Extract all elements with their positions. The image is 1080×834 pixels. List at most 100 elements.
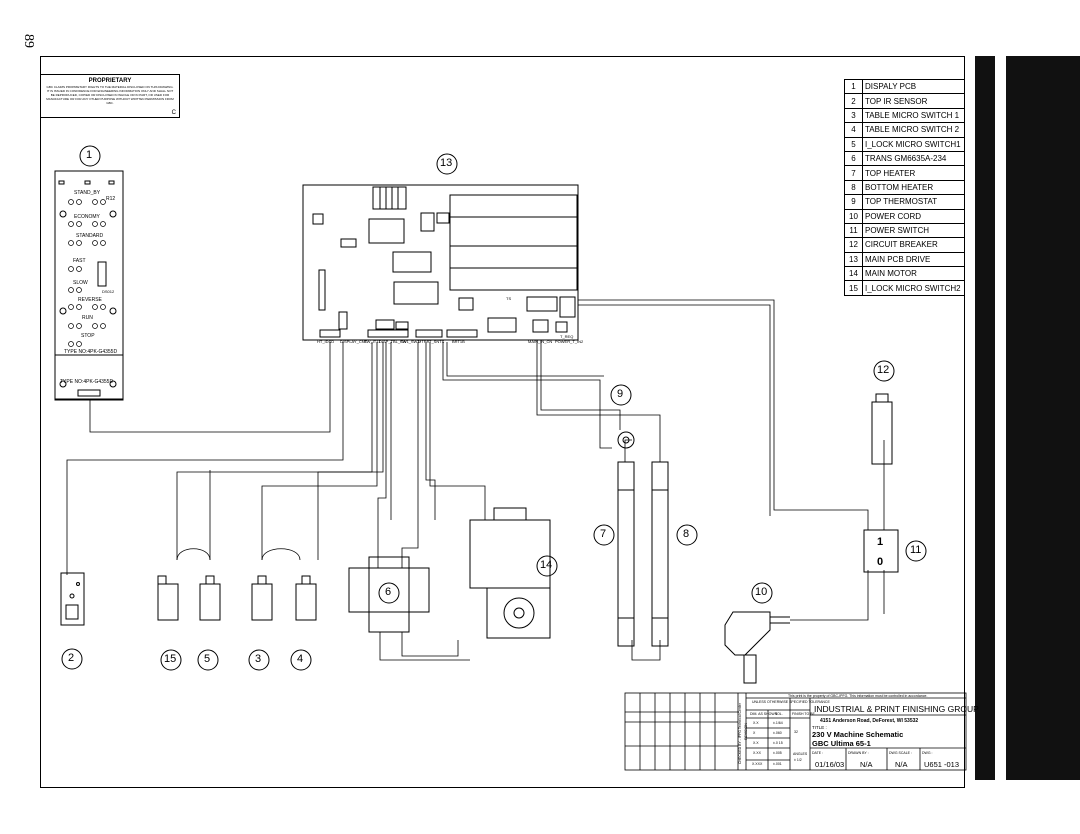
pcb-connector-label: SW1_SWT [400, 339, 420, 344]
tol-label: TOL. [775, 712, 783, 716]
callout-5: 5 [204, 653, 211, 665]
display-label-run: RUN [82, 315, 93, 321]
display-label-stop: STOP [81, 333, 95, 339]
tol-row-key: X.X [753, 741, 759, 745]
pcb-connector-label: SW_IT11 [364, 339, 381, 344]
pcb-connector-label: BRT1B [452, 339, 465, 344]
binding-bar [975, 56, 995, 780]
callout-1: 1 [86, 149, 93, 161]
revision-label: REVISION [744, 723, 748, 740]
dwg-label: DWG : [922, 751, 933, 755]
display-type-label-2: TYPE NO:4PK-G4355D [60, 379, 114, 385]
pcb-connector-label: MAIN_IN_CN [528, 339, 553, 344]
proprietary-heading: PROPRIETARY [88, 78, 132, 84]
display-label-standard: STANDARD [76, 233, 104, 239]
pcb-connector-label: TS [506, 296, 512, 301]
tol-row-key: X.X [753, 721, 759, 725]
drawing-subtitle: GBC Ultima 65-1 [812, 739, 871, 748]
power-cord [724, 611, 790, 684]
tol-row-key: X.XXX [752, 762, 763, 766]
page-edge-bar [1006, 56, 1080, 780]
power-switch-body [863, 529, 899, 573]
drawn-by-label: DRAWN BY : [848, 751, 869, 755]
callout-6: 6 [385, 586, 392, 598]
pcb-connector-label: MTRR [418, 339, 430, 344]
callout-circles [61, 145, 927, 671]
main-motor [469, 507, 551, 639]
callout-4: 4 [297, 653, 304, 665]
angles-label: ANGLES [793, 752, 808, 756]
title-block-grid [624, 692, 967, 771]
display-label-r12: R12 [106, 196, 116, 202]
callout-3: 3 [255, 653, 262, 665]
display-label-economy: ECONOMY [74, 214, 100, 220]
display-label-slow: SLOW [73, 280, 88, 286]
display-type-label-1: TYPE NO:4PK-G4355D [64, 349, 118, 355]
checked-by: CHECKED BY - IPFG Technical Center [738, 703, 742, 764]
pcb-connector-label: T_REQ [560, 334, 574, 339]
drawing-frame [40, 56, 965, 788]
drawn-by-value: N/A [860, 760, 873, 769]
pcb-connector-label: POWER_T_IN2 [555, 339, 584, 344]
tol-row-value: ±.001 [773, 762, 782, 766]
callout-13: 13 [440, 157, 453, 169]
display-chip-label: DS012 [102, 289, 115, 294]
callout-14: 14 [540, 559, 553, 571]
wires [66, 299, 885, 661]
drawing-title: 230 V Machine Schematic [812, 730, 904, 739]
finish-label: FINISH TO BE [792, 712, 815, 716]
tolerance-header: UNLESS OTHERWISE SPECIFIED TOLERANCE [752, 700, 830, 704]
tol-row-key: X.XX [753, 751, 761, 755]
tol-row-value: ±.1/64 [773, 721, 783, 725]
callout-2: 2 [68, 652, 75, 664]
display-pcb [54, 170, 124, 401]
display-label-reverse: REVERSE [78, 297, 102, 303]
circuit-breaker [871, 393, 893, 465]
pcb-connector-label: HT_IDSD [317, 339, 335, 344]
callout-8: 8 [683, 528, 690, 540]
main-pcb [302, 184, 579, 341]
pcb-connector-label: T_SNTS [429, 339, 445, 344]
scale-value: N/A [895, 760, 908, 769]
angles-value: ± 1/2 [794, 758, 802, 762]
switch-off-label: 0 [877, 556, 884, 568]
dwg-number: U651 -013 [924, 760, 960, 769]
title-label: TITLE : [812, 725, 827, 730]
dim-label: DIM. AS SHOWN [750, 712, 778, 716]
copyright-mark: C [171, 110, 176, 116]
scale-label: DWG SCALE : [889, 751, 912, 755]
callout-11: 11 [910, 544, 922, 556]
pcb-connector-label: DISPLAY_CNT [340, 339, 368, 344]
micro-switches [157, 575, 317, 621]
display-label-standby: STAND_BY [74, 190, 101, 196]
company-address: 4151 Anderson Road, DeForest, WI 53532 [820, 718, 919, 724]
callout-15: 15 [164, 653, 177, 665]
callout-12: 12 [877, 364, 890, 376]
property-note: This print is the property of GBC-IPFG. … [788, 694, 928, 698]
callout-9: 9 [617, 388, 624, 400]
heaters [617, 461, 669, 647]
thermostat [617, 431, 635, 449]
company-name: INDUSTRIAL & PRINT FINISHING GROUP [814, 704, 979, 714]
date-value: 01/16/03 [815, 760, 845, 769]
tol-row-value: ±.060 [773, 731, 782, 735]
tol-row-key: X [753, 731, 756, 735]
switch-on-label: 1 [877, 536, 884, 548]
date-label: DATE : [812, 751, 824, 755]
finish-symbol: 32 [794, 730, 798, 734]
display-label-fast: FAST [73, 258, 86, 264]
pcb-connector-label: DISP_TBL_SW [379, 339, 407, 344]
callout-7: 7 [600, 528, 607, 540]
callout-10: 10 [755, 586, 768, 598]
legend-label: I_LOCK MICRO SWITCH2 [862, 280, 965, 296]
transformer [348, 556, 430, 633]
